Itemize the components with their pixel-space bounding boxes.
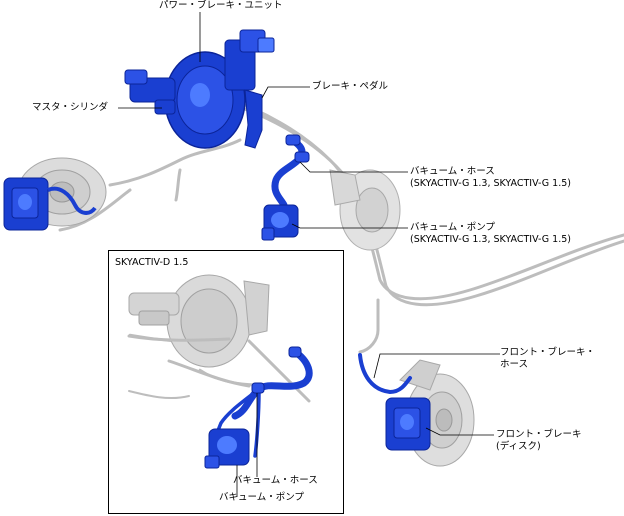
label-front-brake-disc-line1: フロント・ブレーキ <box>496 429 582 440</box>
label-vacuum-pump-text: バキューム・ポンプ <box>410 222 495 233</box>
inset-label-vacuum-hose: バキューム・ホース <box>233 475 318 487</box>
inset-vacuum-pump <box>204 428 250 469</box>
label-master-cylinder-text: マスタ・シリンダ <box>32 102 109 113</box>
inset-gray-brake-unit <box>128 274 270 368</box>
label-vacuum-hose: バキューム・ホース (SKYACTIV-G 1.3, SKYACTIV-G 1.… <box>410 166 571 190</box>
leader-lines <box>118 12 500 436</box>
vacuum-hose-main-clamp <box>285 134 310 163</box>
inset-leader-lines <box>236 393 258 497</box>
front-brake-caliper <box>385 397 431 451</box>
inset-label-vacuum-hose-text: バキューム・ホース <box>233 475 318 486</box>
label-front-brake-hose-line2: ホース <box>500 359 529 370</box>
left-brake-caliper <box>3 177 97 231</box>
inset-skyactiv-d: SKYACTIV-D 1.5 <box>108 250 344 514</box>
gray-chassis-parts <box>58 98 624 387</box>
vacuum-hose-main <box>271 136 306 209</box>
label-front-brake-hose: フロント・ブレーキ・ ホース <box>500 347 595 371</box>
brake-pedal <box>244 89 263 149</box>
inset-gray-lines <box>127 334 311 403</box>
inset-vacuum-hose <box>231 347 313 420</box>
label-power-brake-unit: パワー・ブレーキ・ユニット <box>159 0 283 12</box>
label-brake-pedal-text: ブレーキ・ペダル <box>312 81 389 92</box>
inset-title: SKYACTIV-D 1.5 <box>115 257 189 268</box>
label-power-brake-unit-text: パワー・ブレーキ・ユニット <box>159 0 283 11</box>
label-vacuum-pump-note: (SKYACTIV-G 1.3, SKYACTIV-G 1.5) <box>410 234 571 245</box>
inset-label-vacuum-pump-text: バキューム・ポンプ <box>219 492 304 503</box>
inset-diagram <box>127 274 313 497</box>
label-master-cylinder: マスタ・シリンダ <box>32 102 108 114</box>
label-front-brake-disc-line2: (ディスク) <box>496 441 541 452</box>
label-front-brake-hose-line1: フロント・ブレーキ・ <box>500 347 596 358</box>
master-cylinder <box>124 69 176 115</box>
front-brake-hose <box>358 353 412 395</box>
vacuum-pump-main <box>261 204 299 241</box>
label-brake-pedal: ブレーキ・ペダル <box>312 81 388 93</box>
label-front-brake-disc: フロント・ブレーキ (ディスク) <box>496 429 582 453</box>
inset-hose-clamps <box>251 346 302 394</box>
right-knuckle <box>329 169 401 251</box>
label-vacuum-hose-note: (SKYACTIV-G 1.3, SKYACTIV-G 1.5) <box>410 178 571 189</box>
label-vacuum-hose-text: バキューム・ホース <box>410 166 495 177</box>
inset-label-vacuum-pump: バキューム・ポンプ <box>219 492 304 504</box>
label-vacuum-pump: バキューム・ポンプ (SKYACTIV-G 1.3, SKYACTIV-G 1.… <box>410 222 571 246</box>
